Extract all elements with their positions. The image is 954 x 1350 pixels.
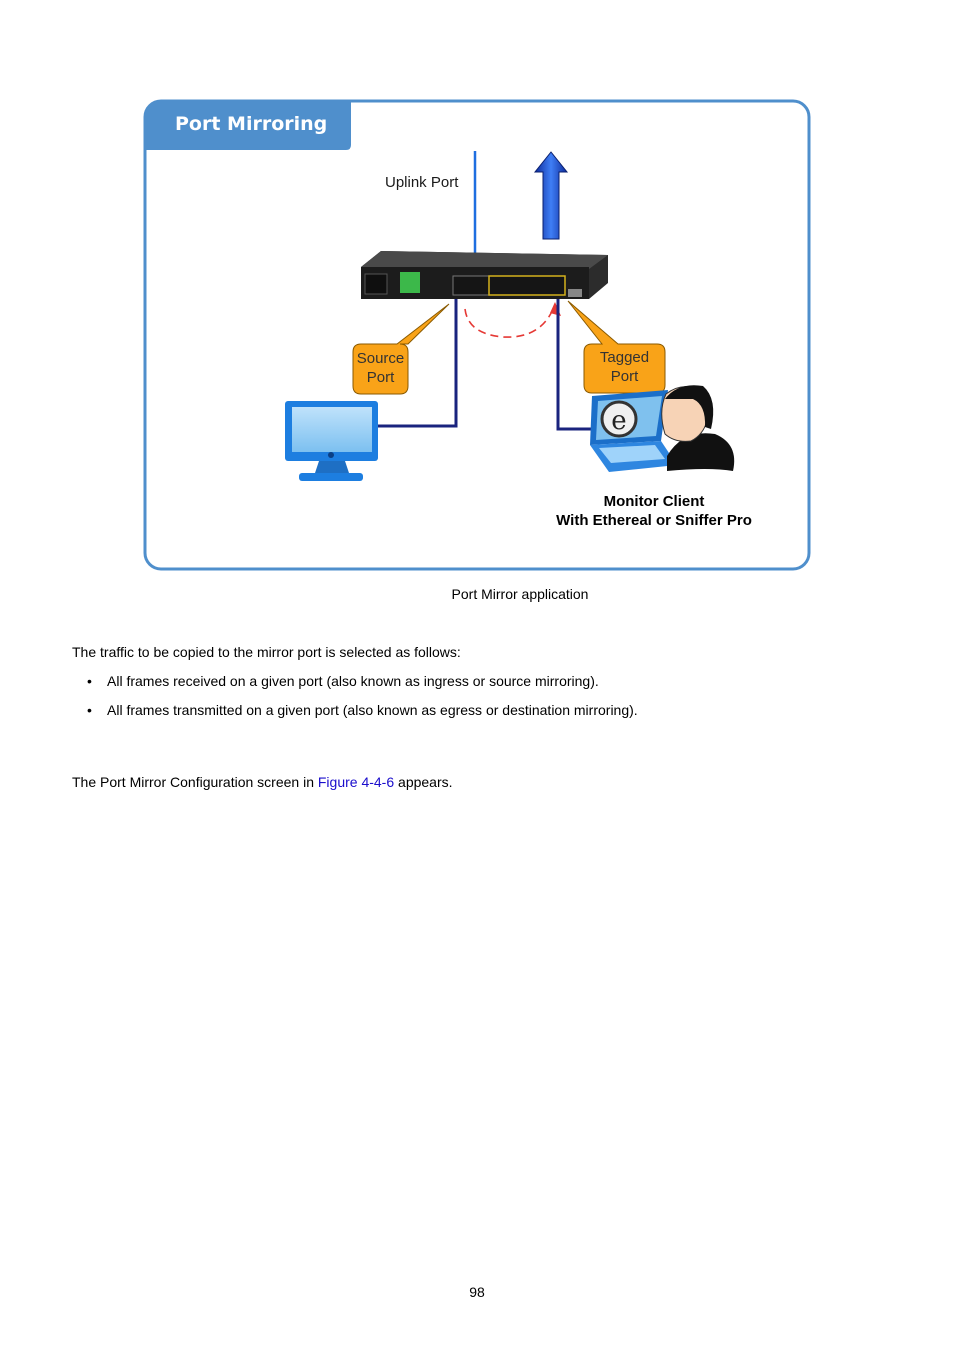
figure-title: Port Mirroring [175,113,328,135]
bullet-list: All frames received on a given port (als… [87,673,638,731]
list-item: All frames transmitted on a given port (… [87,702,638,731]
person-icon [661,385,735,471]
port-mirroring-figure: e Port Mirroring Uplink Port Source Port… [143,99,811,571]
page-number: 98 [469,1284,485,1300]
monitor-client-label: Monitor Client With Ethereal or Sniffer … [556,493,752,529]
up-arrow-icon [533,151,569,240]
mirror-path [464,303,556,338]
desktop-computer-icon [285,401,378,481]
source-port-label: Source Port [356,350,405,386]
figure-caption: Port Mirror application [451,586,589,602]
figure-link[interactable]: Figure 4-4-6 [317,774,395,790]
intro-paragraph: The traffic to be copied to the mirror p… [72,644,461,660]
uplink-port-label: Uplink Port [385,174,459,191]
laptop-icon: e [590,390,677,472]
svg-text:e: e [611,406,626,436]
switch-icon [361,251,608,299]
source-port-callout [352,303,450,395]
title-tab [145,101,351,150]
source-cable [378,299,458,428]
closing-paragraph: The Port Mirror Configuration screen in … [72,774,453,790]
port-mirroring-diagram: e [143,99,811,571]
list-item: All frames received on a given port (als… [87,673,638,702]
monitor-cable [556,299,593,431]
tagged-port-label: Tagged Port [599,349,650,385]
